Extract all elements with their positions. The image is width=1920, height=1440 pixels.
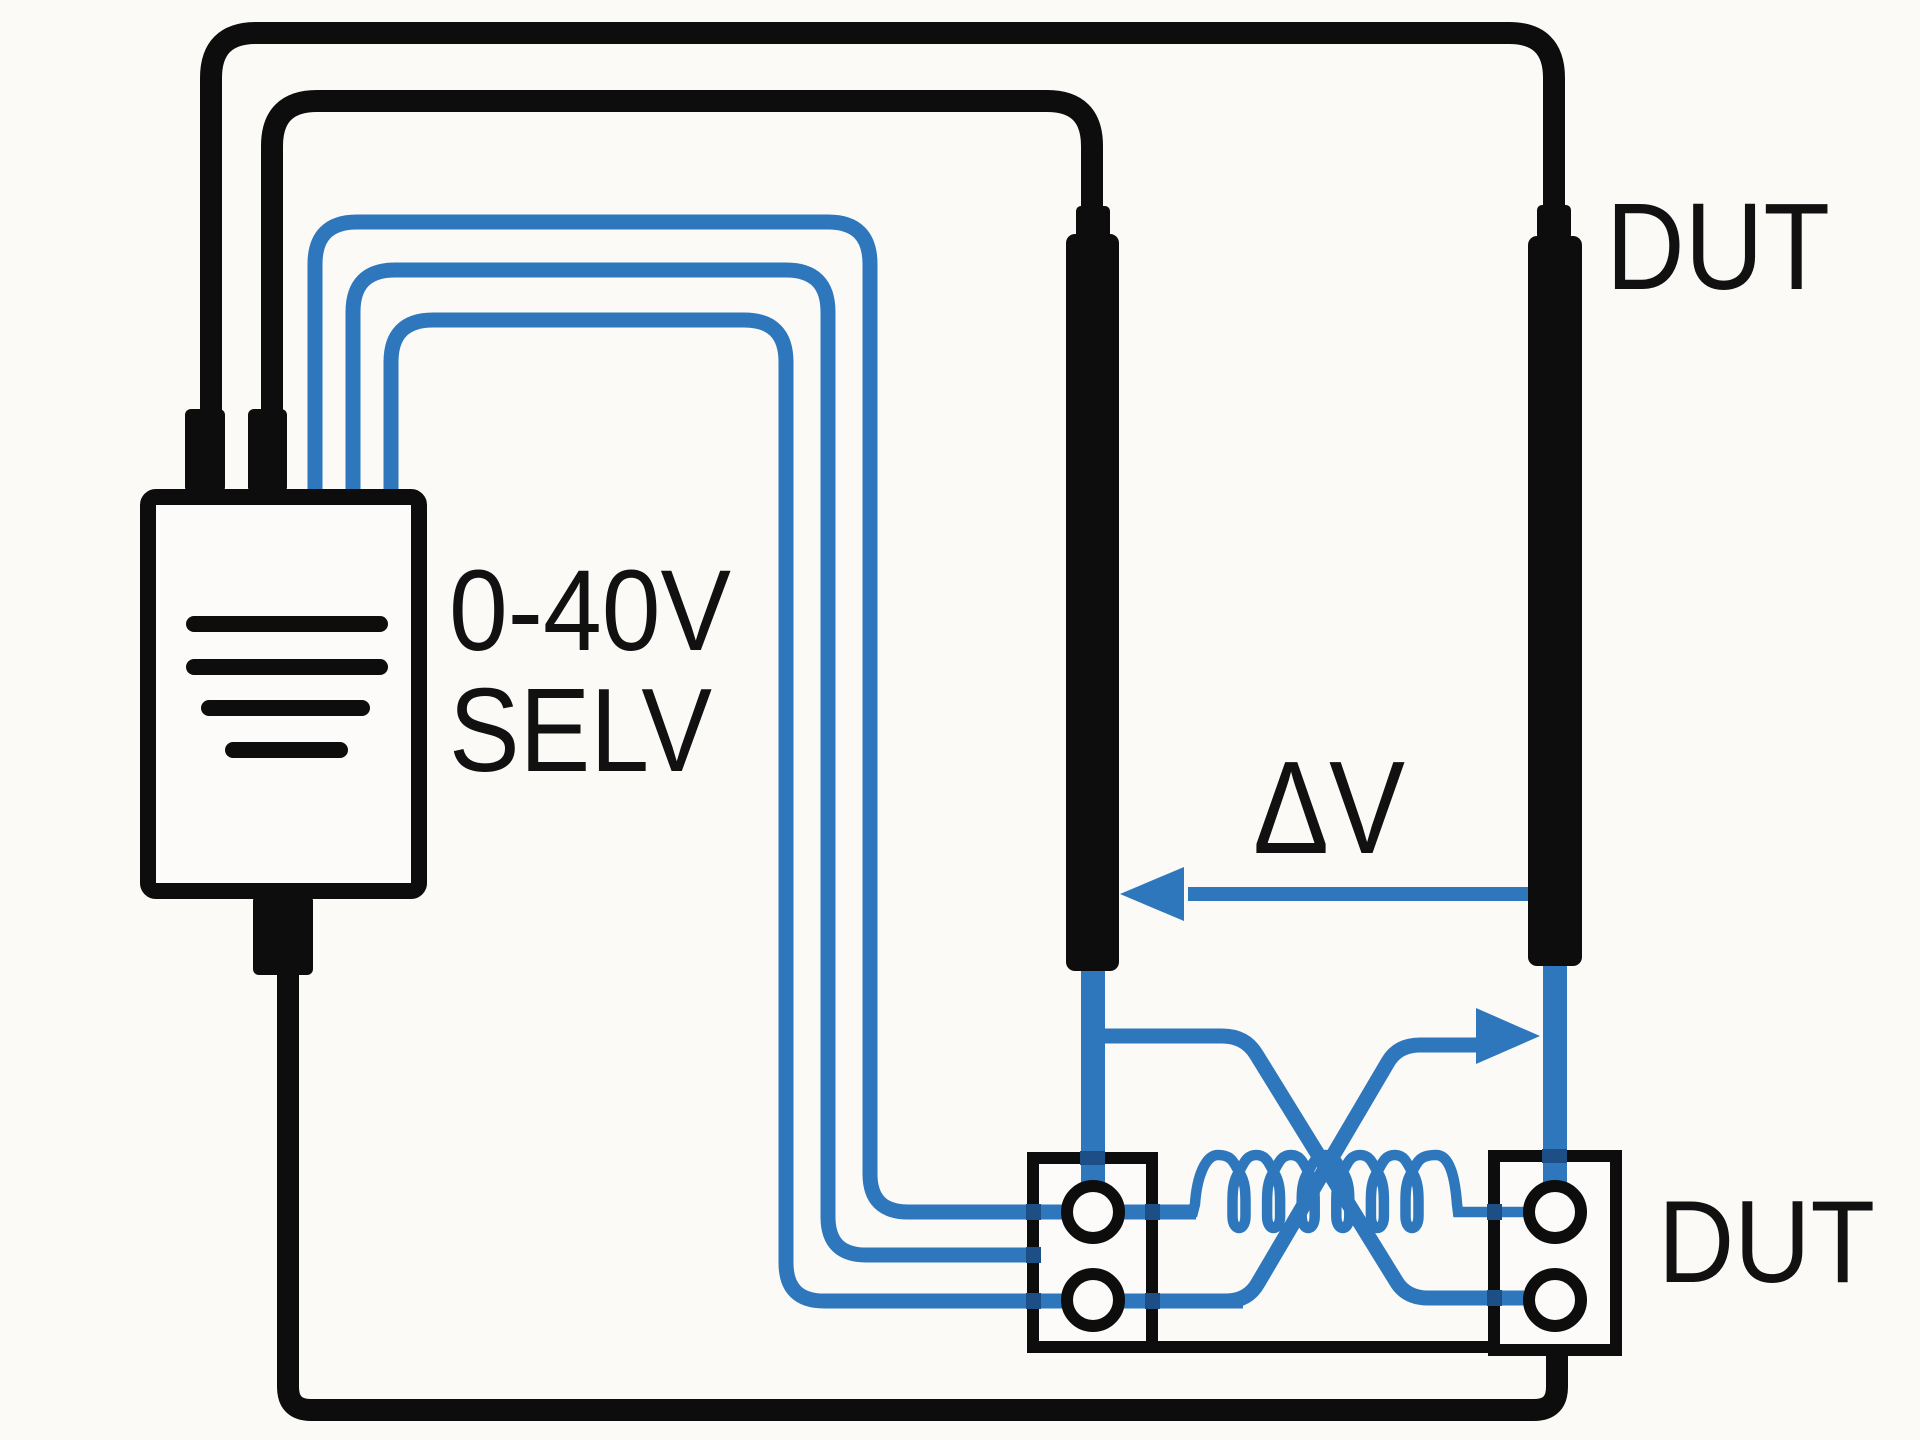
svg-text:DUT: DUT: [1658, 1176, 1875, 1307]
svg-text:0-40V: 0-40V: [449, 547, 731, 675]
svg-text:ΔV: ΔV: [1253, 734, 1405, 881]
svg-text:SELV: SELV: [449, 664, 712, 797]
svg-text:DUT: DUT: [1606, 179, 1830, 316]
